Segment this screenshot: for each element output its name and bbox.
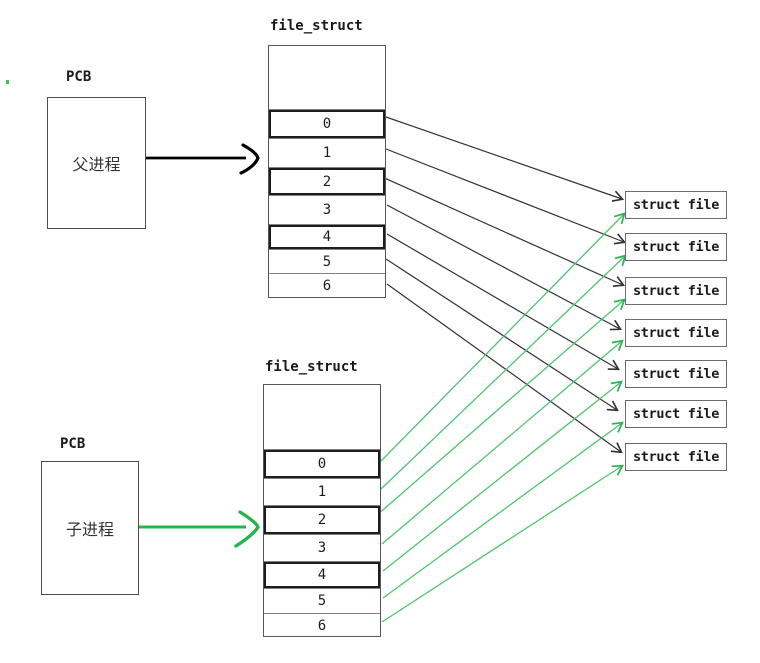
struct-file-label: struct file	[632, 366, 720, 382]
child-pcb-box: 子进程	[41, 461, 139, 595]
parent-fd-row-3: 3	[269, 195, 385, 224]
parent-process-name: 父进程	[72, 157, 121, 174]
child-fd-row-5: 5	[264, 588, 380, 613]
struct-file-box-6: struct file	[625, 443, 727, 471]
struct-file-box-2: struct file	[625, 277, 727, 305]
child-fd-row-0: 0	[264, 449, 380, 478]
child-fd-row-1: 1	[264, 478, 380, 505]
parent-fd-row-6: 6	[269, 273, 385, 297]
parent-fd-table: 0 1 2 3 4 5 6	[268, 45, 386, 298]
struct-file-label: struct file	[632, 197, 720, 213]
struct-file-label: struct file	[632, 283, 720, 299]
parent-fd5-link	[385, 258, 619, 412]
child-fd6-link	[381, 464, 624, 623]
parent-fd0-link	[385, 116, 625, 202]
parent-pcb-arrow	[146, 143, 260, 175]
struct-file-label: struct file	[632, 325, 720, 341]
child-fd-row-2: 2	[264, 505, 380, 534]
stray-mark	[6, 80, 9, 84]
struct-file-box-5: struct file	[625, 400, 727, 428]
child-fd4-link	[382, 380, 623, 572]
parent-pcb-box: 父进程	[47, 97, 146, 229]
child-fd-row-4: 4	[264, 561, 380, 588]
struct-file-box-1: struct file	[625, 233, 727, 261]
child-fd0-link	[380, 212, 626, 462]
child-fd2-link	[375, 298, 626, 517]
parent-fd2-link	[379, 175, 626, 288]
parent-fd1-link	[385, 148, 627, 245]
child-fd1-link	[380, 254, 627, 490]
parent-fd-row-0: 0	[269, 109, 385, 138]
parent-table-title: file_struct	[270, 18, 363, 34]
child-fd-row-3: 3	[264, 534, 380, 561]
child-fd5-link	[382, 421, 624, 599]
parent-fd-row-2: 2	[269, 167, 385, 195]
parent-fd-row-5: 5	[269, 249, 385, 273]
parent-fd-row-4: 4	[269, 224, 385, 249]
struct-file-box-3: struct file	[625, 319, 727, 347]
struct-file-label: struct file	[632, 449, 720, 465]
child-table-title: file_struct	[265, 359, 358, 375]
struct-file-box-0: struct file	[625, 191, 727, 219]
child-pcb-label: PCB	[60, 436, 86, 452]
parent-fd3-link	[386, 204, 622, 331]
parent-fd4-link	[386, 233, 620, 371]
child-fd3-link	[381, 339, 624, 545]
child-fd-table: 0 1 2 3 4 5 6	[263, 384, 381, 637]
parent-fd6-link	[386, 283, 623, 454]
parent-fd-row-empty	[269, 46, 385, 109]
child-process-name: 子进程	[65, 522, 114, 539]
parent-fd-row-1: 1	[269, 138, 385, 167]
struct-file-label: struct file	[632, 406, 720, 422]
struct-file-box-4: struct file	[625, 360, 727, 388]
parent-pcb-label: PCB	[66, 69, 92, 85]
child-fd-row-6: 6	[264, 613, 380, 636]
child-fd-row-empty	[264, 385, 380, 449]
child-pcb-arrow	[139, 510, 260, 548]
struct-file-label: struct file	[632, 239, 720, 255]
